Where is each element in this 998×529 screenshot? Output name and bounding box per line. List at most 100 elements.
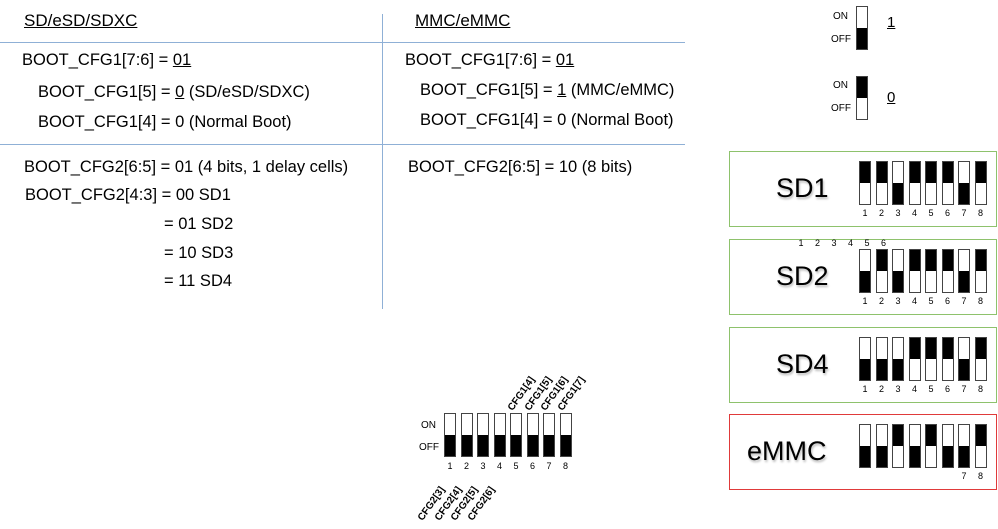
on-label: ON (421, 420, 436, 431)
mmc-cfg2-line-0: BOOT_CFG2[6:5] = 10 (8 bits) (408, 158, 633, 176)
bottom-dip-switch-6[interactable] (526, 413, 539, 457)
extra-number: 4 (847, 238, 853, 248)
switch-number: 6 (529, 461, 535, 471)
switch-knob (926, 250, 936, 271)
switch-number: 5 (928, 384, 934, 394)
switch-number: 7 (961, 471, 967, 481)
dip-switch-7[interactable] (958, 337, 970, 381)
panel-sd2 (729, 239, 997, 315)
legend-one-value: 1 (887, 14, 896, 31)
switch-number: 1 (862, 296, 868, 306)
switch-number: 2 (878, 296, 884, 306)
sd-header: SD/eSD/SDXC (24, 11, 138, 30)
dip-switch-5[interactable] (925, 249, 937, 293)
switch-knob (942, 250, 953, 271)
dip-switch-2[interactable] (875, 161, 888, 205)
dip-switch-2[interactable] (875, 337, 888, 381)
mmc-cfg1-line-0: BOOT_CFG1[7:6] = 01 (405, 51, 574, 70)
switch-knob (926, 338, 936, 359)
dip-switch-1[interactable] (859, 249, 871, 293)
extra-number: 3 (831, 238, 837, 248)
dip-switch-1[interactable] (859, 424, 871, 468)
switch-number: 3 (895, 208, 901, 218)
dip-switch-7[interactable] (958, 161, 970, 205)
switch-knob (942, 162, 953, 183)
switch-number: 8 (977, 208, 983, 218)
switch-number: 6 (944, 296, 950, 306)
value: 1 (557, 81, 567, 99)
bottom-dip-switch-4[interactable] (493, 413, 506, 457)
value: 01 (555, 51, 575, 69)
bottom-dip-switch-8[interactable] (559, 413, 572, 457)
switch-knob (494, 435, 505, 456)
dip-switch-2[interactable] (875, 249, 888, 293)
switch-knob (876, 446, 887, 467)
switch-knob (926, 162, 936, 183)
bottom-dip-switch-5[interactable] (510, 413, 522, 457)
dip-switch-3[interactable] (892, 249, 904, 293)
panel-label: SD1 (776, 173, 829, 203)
dip-switch-8[interactable] (974, 424, 987, 468)
switch-number: 7 (546, 461, 552, 471)
switch-number: 7 (961, 296, 967, 306)
switch-knob (876, 359, 887, 380)
dip-switch-1[interactable] (859, 161, 871, 205)
switch-number: 8 (977, 384, 983, 394)
legend-switch-zero (856, 76, 868, 120)
switch-knob (527, 435, 538, 456)
dip-switch-6[interactable] (941, 337, 954, 381)
switch-number: 8 (977, 296, 983, 306)
label: BOOT_CFG1[7:6] = (405, 51, 556, 69)
bottom-dip-switch-1[interactable] (444, 413, 456, 457)
label: BOOT_CFG1[4] = 0 (Normal Boot) (420, 111, 674, 129)
label: BOOT_CFG1[7:6] = (22, 51, 173, 69)
switch-number: 6 (944, 384, 950, 394)
switch-knob (909, 162, 920, 183)
extra-number: 6 (880, 238, 886, 248)
sd-cfg2-line-2: = 01 SD2 (164, 215, 234, 233)
dip-switch-5[interactable] (925, 337, 937, 381)
switch-knob (461, 435, 472, 456)
legend-zero-value: 0 (887, 89, 896, 106)
dip-switch-3[interactable] (892, 424, 904, 468)
dip-switch-6[interactable] (941, 249, 954, 293)
mmc-cfg1-line-2: BOOT_CFG1[4] = 0 (Normal Boot) (420, 111, 674, 130)
bottom-dip-switch-3[interactable] (477, 413, 489, 457)
off-label: OFF (419, 442, 439, 453)
switch-number: 5 (928, 208, 934, 218)
dip-switch-4[interactable] (908, 424, 921, 468)
dip-switch-8[interactable] (974, 161, 987, 205)
dip-switch-1[interactable] (859, 337, 871, 381)
switch-number: 2 (878, 208, 884, 218)
switch-knob (975, 425, 986, 446)
dip-switch-3[interactable] (892, 337, 904, 381)
dip-switch-4[interactable] (908, 337, 921, 381)
switch-knob (975, 162, 986, 183)
dip-switch-3[interactable] (892, 161, 904, 205)
switch-knob (942, 446, 953, 467)
panel-label: SD4 (776, 349, 829, 379)
switch-number: 7 (961, 384, 967, 394)
switch-number: 3 (480, 461, 486, 471)
dip-switch-4[interactable] (908, 161, 921, 205)
dip-switch-2[interactable] (875, 424, 888, 468)
dip-switch-7[interactable] (958, 424, 970, 468)
switch-number: 4 (911, 208, 917, 218)
switch-knob (909, 446, 920, 467)
bottom-dip-switch-7[interactable] (543, 413, 555, 457)
panel-emmc (729, 414, 997, 490)
sd-cfg1-line-2: BOOT_CFG1[4] = 0 (Normal Boot) (38, 113, 292, 132)
mmc-header: MMC/eMMC (415, 11, 511, 30)
suffix: (MMC/eMMC) (566, 81, 675, 99)
dip-switch-7[interactable] (958, 249, 970, 293)
label: BOOT_CFG1[5] = (420, 81, 558, 99)
dip-switch-4[interactable] (908, 249, 921, 293)
dip-switch-6[interactable] (941, 424, 954, 468)
dip-switch-8[interactable] (974, 337, 987, 381)
dip-switch-5[interactable] (925, 424, 937, 468)
dip-switch-6[interactable] (941, 161, 954, 205)
switch-knob (909, 338, 920, 359)
dip-switch-8[interactable] (974, 249, 987, 293)
bottom-dip-switch-2[interactable] (460, 413, 473, 457)
dip-switch-5[interactable] (925, 161, 937, 205)
